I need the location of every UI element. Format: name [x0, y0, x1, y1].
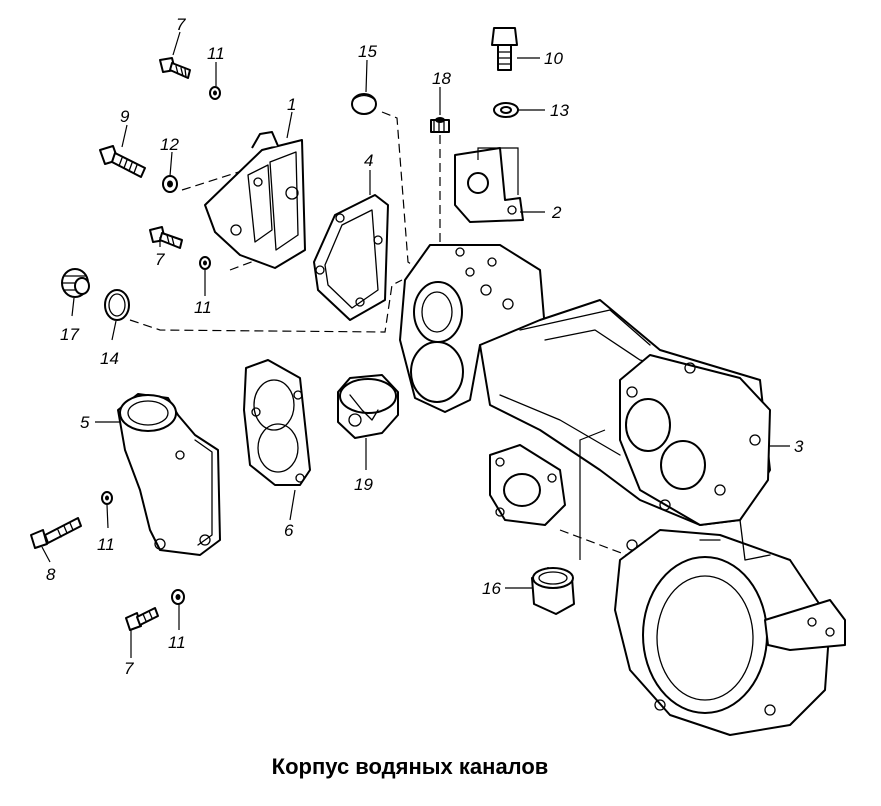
leader-lines: [41, 31, 790, 658]
callout-1: 1: [287, 95, 296, 114]
thermostat-19: [337, 374, 399, 439]
gasket-6: [243, 359, 311, 486]
outlet-pipe-5: [117, 393, 221, 556]
callout-8: 8: [46, 565, 56, 584]
cap-17: [61, 268, 90, 298]
washer-11-lower: [101, 491, 113, 505]
washer-12: [162, 175, 178, 193]
sleeve-16: [531, 567, 575, 615]
callout-11-middle: 11: [194, 298, 212, 317]
diagram-caption: Корпус водяных каналов: [271, 754, 549, 779]
callout-13: 13: [550, 101, 569, 120]
callout-2: 2: [551, 203, 562, 222]
gasket-4: [313, 194, 389, 321]
callout-14: 14: [100, 349, 119, 368]
washer-11-middle: [199, 256, 211, 270]
callout-18: 18: [432, 69, 451, 88]
bolt-8: [30, 517, 82, 549]
callout-7-bottom: 7: [124, 659, 134, 678]
callout-7-top: 7: [176, 15, 186, 34]
callout-3: 3: [794, 437, 804, 456]
callout-4: 4: [364, 151, 373, 170]
callout-11-top: 11: [207, 44, 225, 63]
callout-10: 10: [544, 49, 563, 68]
washer-13: [493, 102, 519, 118]
bolt-9: [99, 145, 146, 178]
bolt-7-top: [159, 57, 191, 79]
plug-15: [351, 93, 377, 115]
bolt-7-middle: [149, 226, 183, 249]
callout-11-bottom: 11: [168, 633, 186, 652]
bolt-7-bottom: [125, 607, 159, 631]
water-channel-housing-3: [399, 244, 846, 736]
callout-12: 12: [160, 135, 179, 154]
callout-19: 19: [354, 475, 373, 494]
bracket-2: [454, 147, 524, 223]
screw-plug-18: [430, 117, 450, 133]
callout-11-lower: 11: [97, 535, 115, 554]
o-ring-14: [104, 289, 130, 321]
callout-7-middle: 7: [155, 250, 165, 269]
callout-6: 6: [284, 521, 294, 540]
callout-numbers: 7 11 1 9 12 7 11 15 18 10 13 2 4 17 14 5…: [46, 15, 804, 678]
washer-11-top: [209, 86, 221, 100]
callout-15: 15: [358, 42, 377, 61]
callout-17: 17: [60, 325, 79, 344]
callout-16: 16: [482, 579, 501, 598]
callout-5: 5: [80, 413, 90, 432]
bolt-10: [491, 27, 518, 71]
thermostat-cover-1: [204, 131, 306, 269]
callout-9: 9: [120, 107, 130, 126]
washer-11-bottom: [171, 589, 185, 605]
